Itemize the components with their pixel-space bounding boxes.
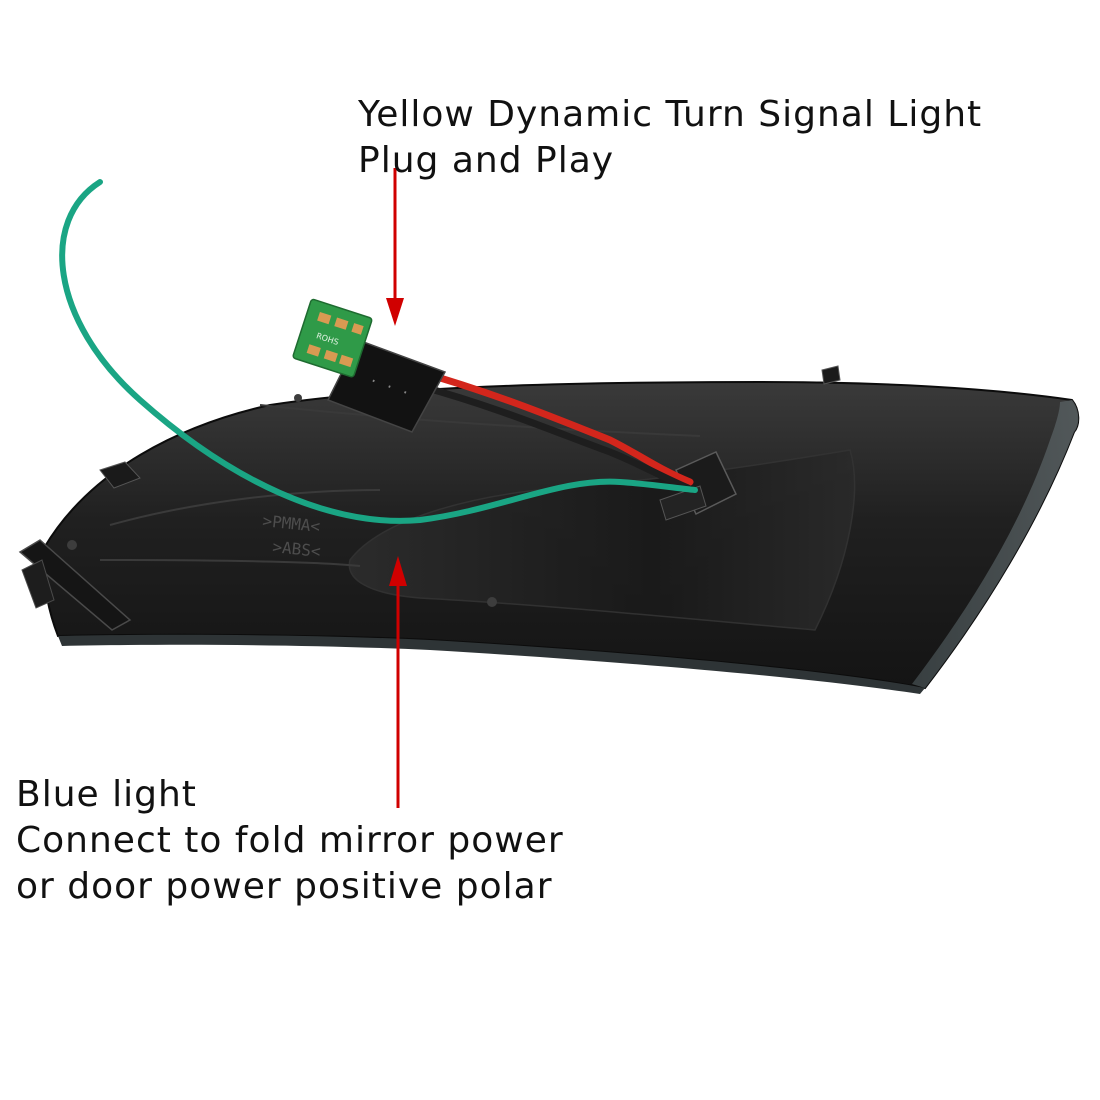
blue-light-caption: Blue light Connect to fold mirror power … [16,772,564,910]
turn-signal-caption-line-1: Yellow Dynamic Turn Signal Light [358,94,983,135]
blue-light-caption-line-3: or door power positive polar [16,866,553,907]
arrow-to-turn-signal [386,168,404,326]
blue-light-caption-line-2: Connect to fold mirror power [16,820,564,861]
housing-mark-abs: >ABS< [272,537,322,561]
arrow-to-blue-light [389,556,407,808]
black-wire [416,382,692,492]
turn-signal-caption-line-2: Plug and Play [358,140,615,181]
blue-light-caption-line-1: Blue light [16,774,197,815]
green-wire [59,179,698,524]
turn-signal-caption: Yellow Dynamic Turn Signal Light Plug an… [358,92,982,184]
red-wire [416,368,694,486]
led-pcb: ROHS [292,298,373,378]
